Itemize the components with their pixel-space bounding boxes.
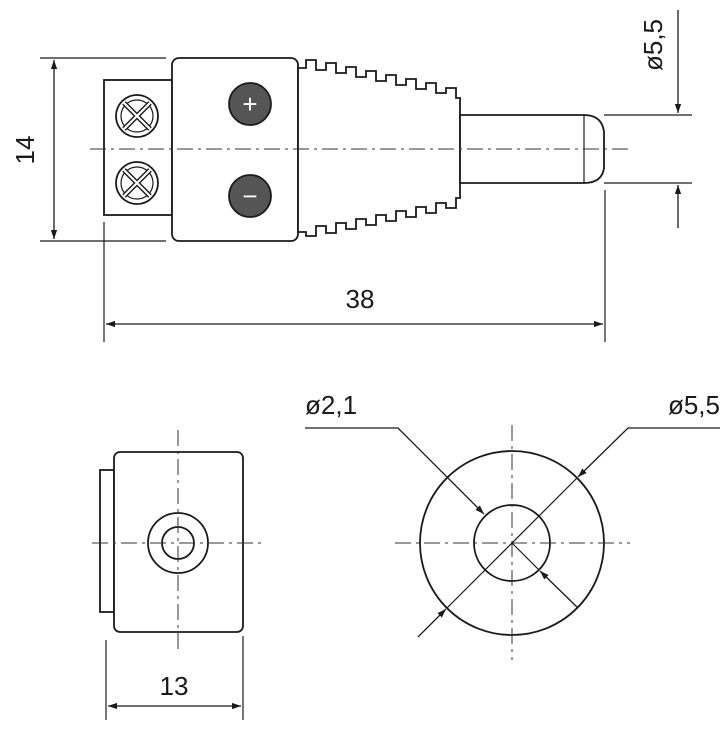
height-dimension-label: 14 [10, 136, 40, 165]
outer-diameter-leader [577, 427, 720, 478]
negative-terminal-symbol: − [242, 181, 257, 211]
inner-diameter-leader [305, 427, 485, 515]
outer-diameter-through-line [446, 477, 578, 609]
side-view: + − 14 ø5,5 38 [10, 10, 692, 342]
negative-terminal-icon: − [228, 174, 272, 218]
positive-terminal-icon: + [228, 82, 272, 126]
screw-top-icon [115, 94, 159, 138]
inner-diameter-label: ø2,1 [305, 390, 357, 420]
length-dimension-label: 38 [346, 284, 375, 314]
width-dimension-label: 13 [160, 671, 189, 701]
outer-diameter-arrow-return [417, 608, 447, 638]
end-view: 13 [92, 430, 262, 720]
positive-terminal-symbol: + [242, 89, 257, 119]
outer-diameter-label: ø5,5 [668, 390, 720, 420]
inner-diameter-arrow-return [539, 570, 579, 609]
front-view: ø2,1 ø5,5 [305, 390, 720, 660]
inner-diameter-through-line [511, 542, 540, 571]
pin-diameter-label: ø5,5 [638, 19, 668, 71]
screw-bottom-icon [115, 161, 159, 205]
end-view-flange [99, 469, 115, 613]
ribbed-strain-relief [297, 59, 461, 237]
